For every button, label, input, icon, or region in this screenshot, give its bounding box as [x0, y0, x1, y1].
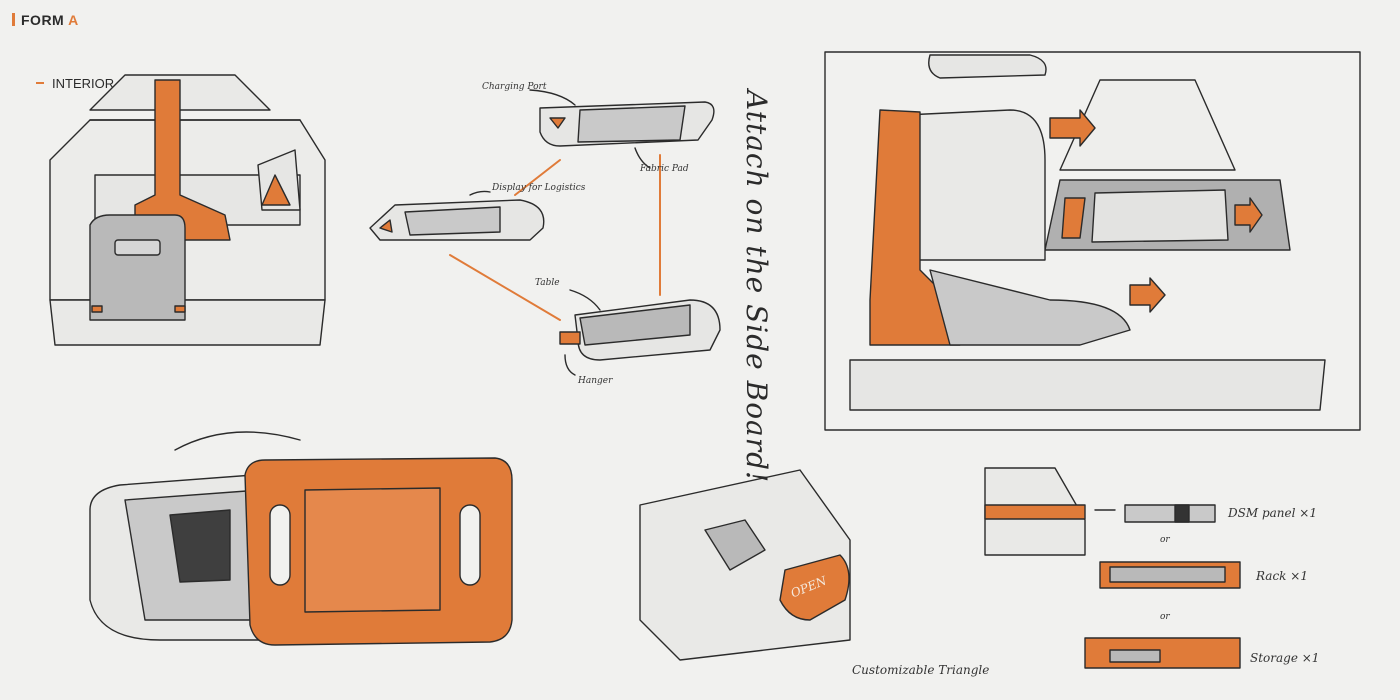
- side-board-label: Attach on the Side Board!: [740, 90, 773, 484]
- hanger-label: Hanger: [578, 376, 613, 386]
- storage-label: Storage ×1: [1250, 651, 1320, 665]
- table-label: Table: [535, 278, 560, 288]
- module-options-sketch: [984, 467, 1241, 669]
- page-title: FORM A: [12, 12, 79, 28]
- title-text: FORM: [21, 12, 65, 28]
- rack-label: Rack ×1: [1256, 569, 1308, 583]
- section-dash: [36, 82, 44, 84]
- module-cluster-sketch: [369, 89, 721, 376]
- interior-sketch: [49, 74, 326, 346]
- triangle-wall-sketch: [639, 469, 851, 661]
- or-label-1: or: [1160, 535, 1170, 545]
- or-label-2: or: [1160, 612, 1170, 622]
- section-label-text: INTERIOR: [52, 76, 115, 91]
- fabric-pad-label: Fabric Pad: [640, 164, 689, 174]
- charging-port-label: Charging Port: [482, 82, 547, 92]
- display-logistics-label: Display for Logistics: [492, 183, 586, 193]
- section-label: INTERIOR: [36, 76, 114, 91]
- customizable-triangle-label: Customizable Triangle: [852, 663, 990, 677]
- title-accent: A: [68, 12, 79, 28]
- panel-flip-sketch: [89, 431, 513, 646]
- dsm-panel-label: DSM panel ×1: [1228, 506, 1317, 520]
- title-bar-mark: [12, 13, 15, 26]
- vehicle-side-sketch: [824, 51, 1361, 431]
